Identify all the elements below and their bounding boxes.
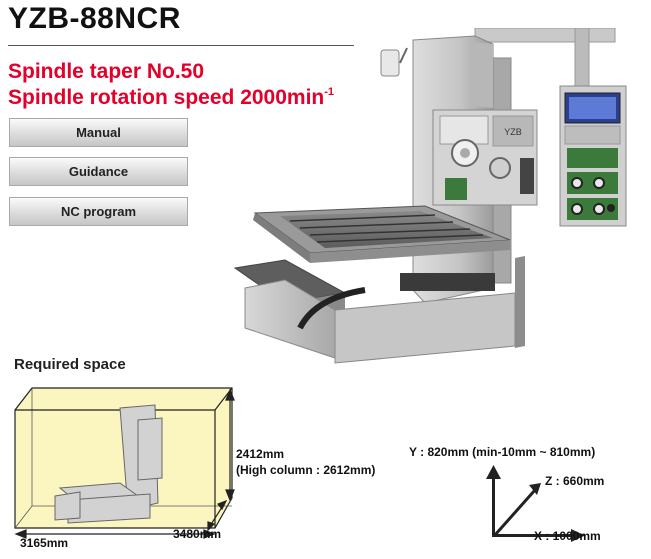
width-dimension: 3480mm	[173, 527, 222, 541]
required-space-title: Required space	[14, 356, 126, 373]
guidance-button[interactable]: Guidance	[9, 157, 188, 186]
spindle-taper-spec: Spindle taper No.50	[8, 60, 205, 83]
title-divider	[8, 45, 354, 46]
width-dimension-arrow	[207, 499, 228, 532]
x-axis-label: X : 1000mm	[534, 529, 601, 543]
height-dimension-arrow	[225, 388, 235, 502]
z-axis-arrow	[493, 483, 541, 536]
depth-dimension: 3165mm	[20, 536, 69, 550]
machine-image: YZB	[233, 28, 627, 364]
y-axis-arrow	[486, 465, 501, 537]
high-column-dimension: (High column : 2612mm)	[236, 463, 376, 477]
y-axis-label: Y : 820mm (min-10mm ~ 810mm)	[409, 445, 596, 459]
machine-silhouette	[54, 404, 163, 524]
required-space-diagram	[14, 387, 235, 539]
machine-base	[233, 256, 525, 364]
spindle-speed-spec: Spindle rotation speed 2000min-1	[8, 86, 334, 110]
page-title: YZB-88NCR	[8, 2, 181, 35]
height-dimension: 2412mm	[236, 447, 285, 461]
axes-diagram	[486, 465, 585, 542]
manual-button[interactable]: Manual	[9, 118, 188, 147]
spindle-speed-text: Spindle rotation speed 2000min	[8, 86, 325, 109]
control-panel	[559, 85, 627, 227]
pendant-arm	[474, 28, 616, 99]
x-axis-arrow	[493, 529, 585, 542]
work-table	[253, 205, 511, 263]
machine-brand-label: YZB	[504, 127, 522, 137]
spindle-speed-exponent: -1	[324, 86, 335, 98]
spindle-head: YZB	[432, 109, 538, 206]
depth-dimension-arrow	[14, 529, 216, 539]
nc-program-button[interactable]: NC program	[9, 197, 188, 226]
z-axis-label: Z : 660mm	[545, 474, 605, 488]
lamp-icon	[380, 47, 408, 77]
